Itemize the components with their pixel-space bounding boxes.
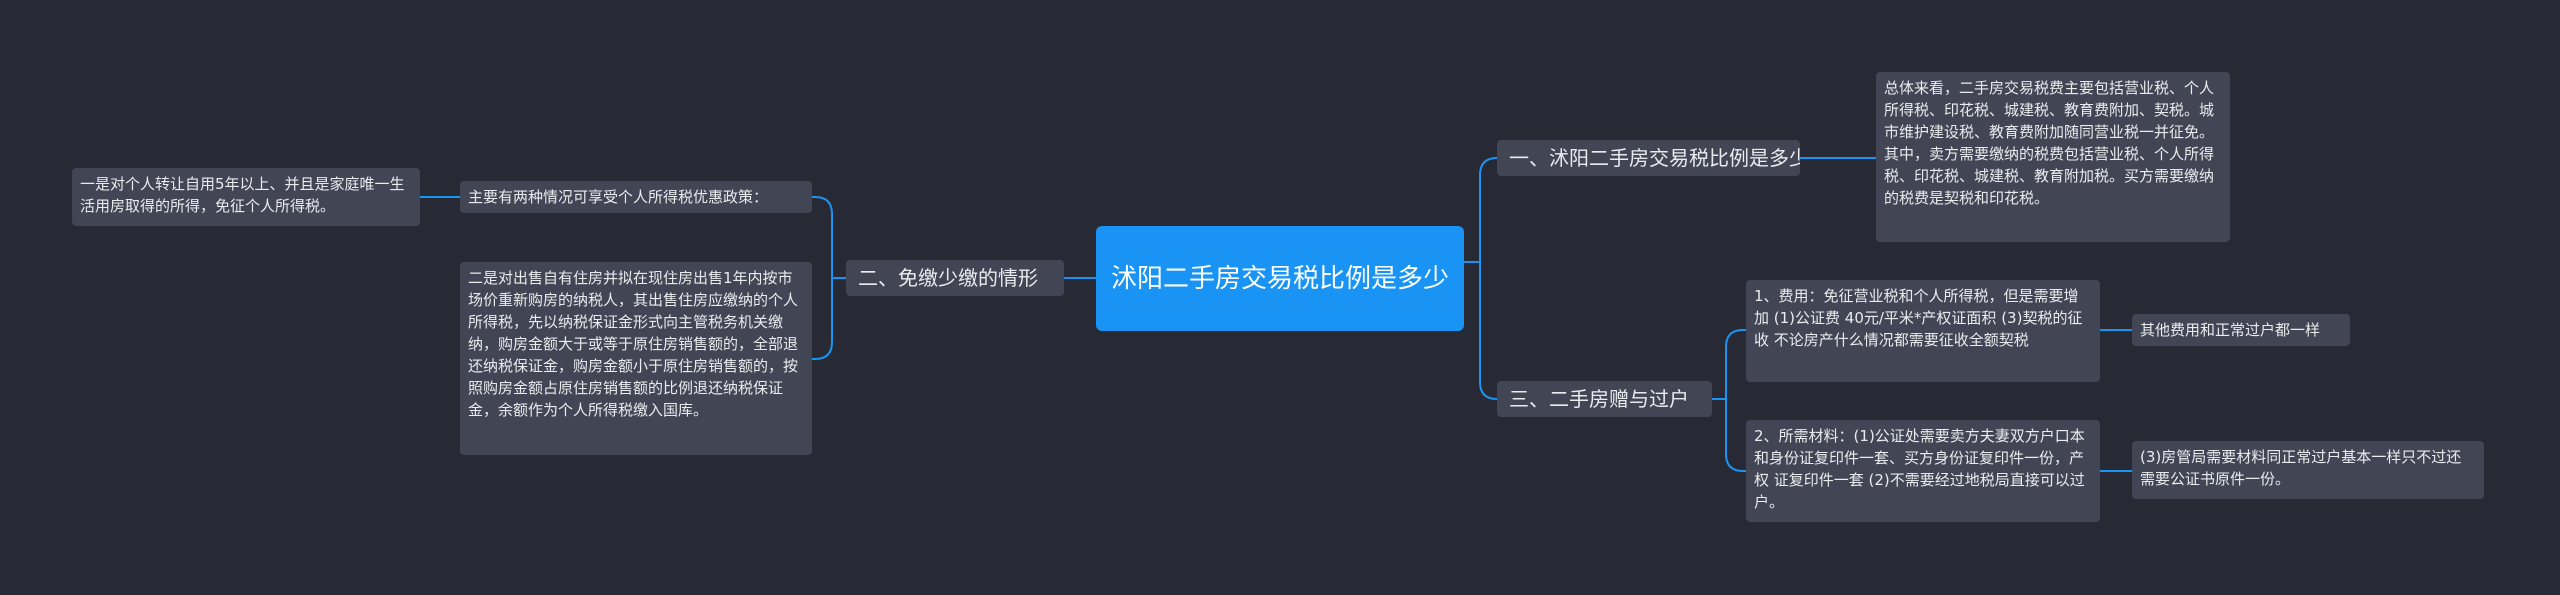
branch-exemption-label: 二、免缴少缴的情形 (858, 265, 1038, 290)
branch-tax-ratio-label: 一、沭阳二手房交易税比例是多少 (1509, 145, 1800, 170)
exemption-case-one-text: 一是对个人转让自用5年以上、并且是家庭唯一生活用房取得的所得，免征个人所得税。 (80, 175, 405, 215)
gift-materials-node[interactable]: 2、所需材料：(1)公证处需要卖方夫妻双方户口本和身份证复印件一套、买方身份证复… (1746, 420, 2100, 522)
connector-root-b1 (1464, 157, 1498, 263)
connector-b2-sub1 (812, 196, 846, 279)
exemption-policy-text: 主要有两种情况可享受个人所得税优惠政策： (468, 188, 769, 206)
gift-materials-text: 2、所需材料：(1)公证处需要卖方夫妻双方户口本和身份证复印件一套、买方身份证复… (1754, 427, 2085, 511)
gift-materials-detail-text: (3)房管局需要材料同正常过户基本一样只不过还需要公证书原件一份。 (2140, 448, 2462, 488)
exemption-case-two-text: 二是对出售自有住房并拟在现住房出售1年内按市场价重新购房的纳税人，其出售住房应缴… (468, 269, 799, 419)
exemption-policy-node[interactable]: 主要有两种情况可享受个人所得税优惠政策： (460, 181, 812, 213)
connector-b3-sub2 (1712, 398, 1746, 472)
gift-fees-detail[interactable]: 其他费用和正常过户都一样 (2132, 314, 2350, 346)
exemption-case-two[interactable]: 二是对出售自有住房并拟在现住房出售1年内按市场价重新购房的纳税人，其出售住房应缴… (460, 262, 812, 455)
branch-exemption[interactable]: 二、免缴少缴的情形 (846, 260, 1064, 296)
root-title: 沭阳二手房交易税比例是多少 (1110, 263, 1449, 294)
gift-fees-text: 1、费用：免征营业税和个人所得税，但是需要增加 (1)公证费 40元/平米*产权… (1754, 287, 2083, 349)
branch-gift-transfer[interactable]: 三、二手房赠与过户 (1497, 381, 1712, 417)
branch-tax-ratio[interactable]: 一、沭阳二手房交易税比例是多少 (1497, 140, 1800, 176)
gift-materials-detail[interactable]: (3)房管局需要材料同正常过户基本一样只不过还需要公证书原件一份。 (2132, 441, 2484, 499)
gift-fees-node[interactable]: 1、费用：免征营业税和个人所得税，但是需要增加 (1)公证费 40元/平米*产权… (1746, 280, 2100, 382)
exemption-case-one[interactable]: 一是对个人转让自用5年以上、并且是家庭唯一生活用房取得的所得，免征个人所得税。 (72, 168, 420, 226)
tax-ratio-detail-text: 总体来看，二手房交易税费主要包括营业税、个人所得税、印花税、城建税、教育费附加、… (1884, 79, 2215, 207)
connector-b3-sub1 (1712, 329, 1746, 400)
branch-gift-transfer-label: 三、二手房赠与过户 (1509, 386, 1689, 411)
connector-root-b3 (1464, 261, 1498, 400)
tax-ratio-detail[interactable]: 总体来看，二手房交易税费主要包括营业税、个人所得税、印花税、城建税、教育费附加、… (1876, 72, 2230, 242)
root-node[interactable]: 沭阳二手房交易税比例是多少 (1096, 226, 1464, 331)
gift-fees-detail-text: 其他费用和正常过户都一样 (2140, 321, 2321, 339)
connector-b2-sub2 (812, 277, 846, 360)
